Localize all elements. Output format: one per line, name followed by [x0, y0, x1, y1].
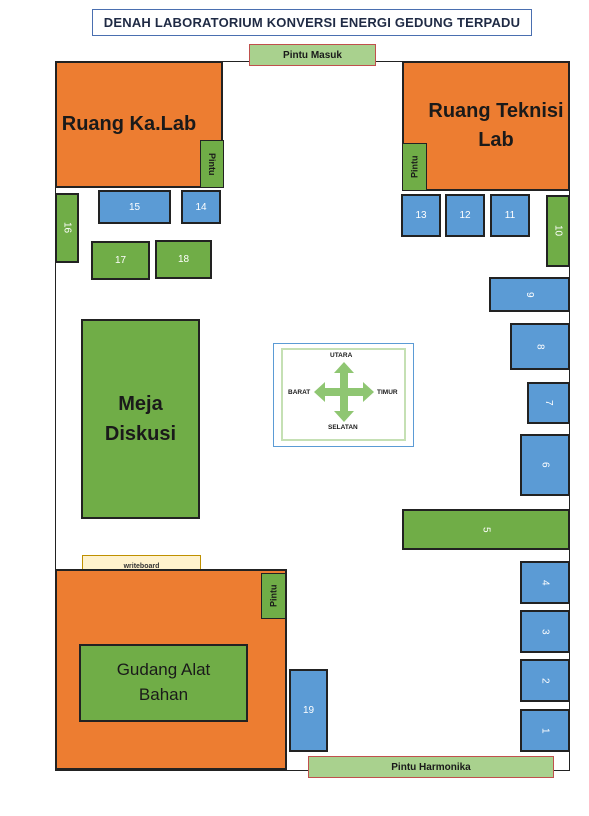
discussion-table[interactable]: Meja Diskusi [81, 319, 200, 519]
compass-north-label: UTARA [330, 352, 353, 359]
table-13[interactable]: 13 [401, 194, 441, 237]
room-teknisi-label-line1: Ruang Teknisi [428, 100, 564, 122]
compass-east-label: TIMUR [377, 389, 398, 396]
table-6[interactable]: 6 [520, 434, 570, 496]
room-teknisi-label-line2: Lab [478, 129, 514, 151]
table-19[interactable]: 19 [289, 669, 328, 752]
table-1[interactable]: 1 [520, 709, 570, 752]
storage-area: Gudang Alat Bahan [79, 644, 248, 722]
room-kalab: Ruang Ka.Lab [55, 61, 223, 188]
discussion-table-label-line2: Diskusi [104, 423, 177, 445]
compass-west-label: BARAT [288, 389, 311, 396]
table-12[interactable]: 12 [445, 194, 485, 237]
door-harmonika[interactable]: Pintu Harmonika [308, 756, 554, 778]
table-10[interactable]: 10 [546, 195, 570, 267]
storage-label-line1: Gudang Alat [116, 660, 211, 680]
table-9[interactable]: 9 [489, 277, 570, 312]
table-4[interactable]: 4 [520, 561, 570, 604]
room-kalab-label: Ruang Ka.Lab [61, 113, 197, 135]
table-15[interactable]: 15 [98, 190, 171, 224]
table-3[interactable]: 3 [520, 610, 570, 653]
compass-arrows-icon [314, 362, 374, 422]
table-5[interactable]: 5 [402, 509, 570, 550]
page-title: DENAH LABORATORIUM KONVERSI ENERGI GEDUN… [92, 9, 532, 36]
table-16[interactable]: 16 [55, 193, 79, 263]
table-7[interactable]: 7 [527, 382, 570, 424]
door-gudang[interactable]: Pintu [261, 573, 286, 619]
room-teknisi: Ruang Teknisi Lab [402, 61, 570, 191]
table-8[interactable]: 8 [510, 323, 570, 370]
compass-inner-frame [281, 348, 406, 441]
table-14[interactable]: 14 [181, 190, 221, 224]
discussion-table-label-line1: Meja [118, 393, 163, 415]
table-2[interactable]: 2 [520, 659, 570, 702]
door-teknisi[interactable]: Pintu [402, 143, 427, 191]
door-main-entrance[interactable]: Pintu Masuk [249, 44, 376, 66]
table-17[interactable]: 17 [91, 241, 150, 280]
table-18[interactable]: 18 [155, 240, 212, 279]
storage-label-line2: Bahan [138, 685, 189, 704]
compass-south-label: SELATAN [328, 424, 358, 431]
door-kalab[interactable]: Pintu [200, 140, 224, 188]
compass-frame [273, 343, 414, 447]
table-11[interactable]: 11 [490, 194, 530, 237]
